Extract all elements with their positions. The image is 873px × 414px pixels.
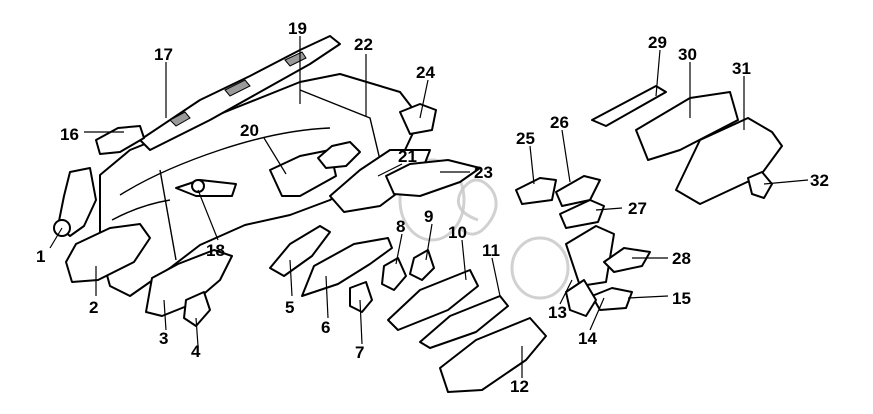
callout-labels: 1 2 3 4 5 6 7 8 9 10 11 12 13 14 15 16 1…	[36, 19, 829, 396]
callout-2: 2	[89, 298, 98, 317]
callout-12: 12	[510, 377, 529, 396]
callout-23: 23	[474, 163, 493, 182]
callout-27: 27	[628, 199, 647, 218]
callout-19: 19	[288, 19, 307, 38]
callout-9: 9	[424, 207, 433, 226]
cluster-trim-parts	[269, 225, 435, 313]
side-vent-and-clip	[53, 125, 145, 237]
upper-center-parts	[269, 103, 481, 213]
callout-1: 1	[36, 247, 45, 266]
callout-30: 30	[678, 45, 697, 64]
meter-hood-lenses	[387, 269, 547, 393]
column-shroud	[175, 179, 237, 197]
callout-25: 25	[516, 129, 535, 148]
watermark	[398, 158, 570, 300]
callout-6: 6	[321, 318, 330, 337]
glove-box-assembly	[591, 85, 783, 205]
callout-5: 5	[285, 298, 294, 317]
callout-16: 16	[60, 125, 79, 144]
callout-8: 8	[396, 217, 405, 236]
defroster-duct	[139, 35, 341, 151]
callout-20: 20	[240, 121, 259, 140]
callout-24: 24	[416, 63, 435, 82]
callout-14: 14	[578, 329, 597, 348]
callout-10: 10	[448, 223, 467, 242]
callout-22: 22	[354, 35, 373, 54]
callout-15: 15	[672, 289, 691, 308]
callout-17: 17	[154, 45, 173, 64]
callout-28: 28	[672, 249, 691, 268]
callout-3: 3	[159, 329, 168, 348]
leader-lines	[49, 36, 809, 378]
callout-11: 11	[482, 241, 500, 260]
lower-panel	[65, 223, 151, 283]
lower-bracket-and-switch	[145, 249, 233, 327]
callout-13: 13	[548, 303, 567, 322]
callout-31: 31	[732, 59, 751, 78]
console-parts	[515, 175, 651, 317]
callout-32: 32	[810, 171, 829, 190]
callout-7: 7	[355, 343, 364, 362]
callout-21: 21	[398, 147, 417, 166]
callout-18: 18	[206, 241, 225, 260]
callout-4: 4	[191, 342, 201, 361]
callout-29: 29	[648, 33, 667, 52]
callout-26: 26	[550, 113, 569, 132]
